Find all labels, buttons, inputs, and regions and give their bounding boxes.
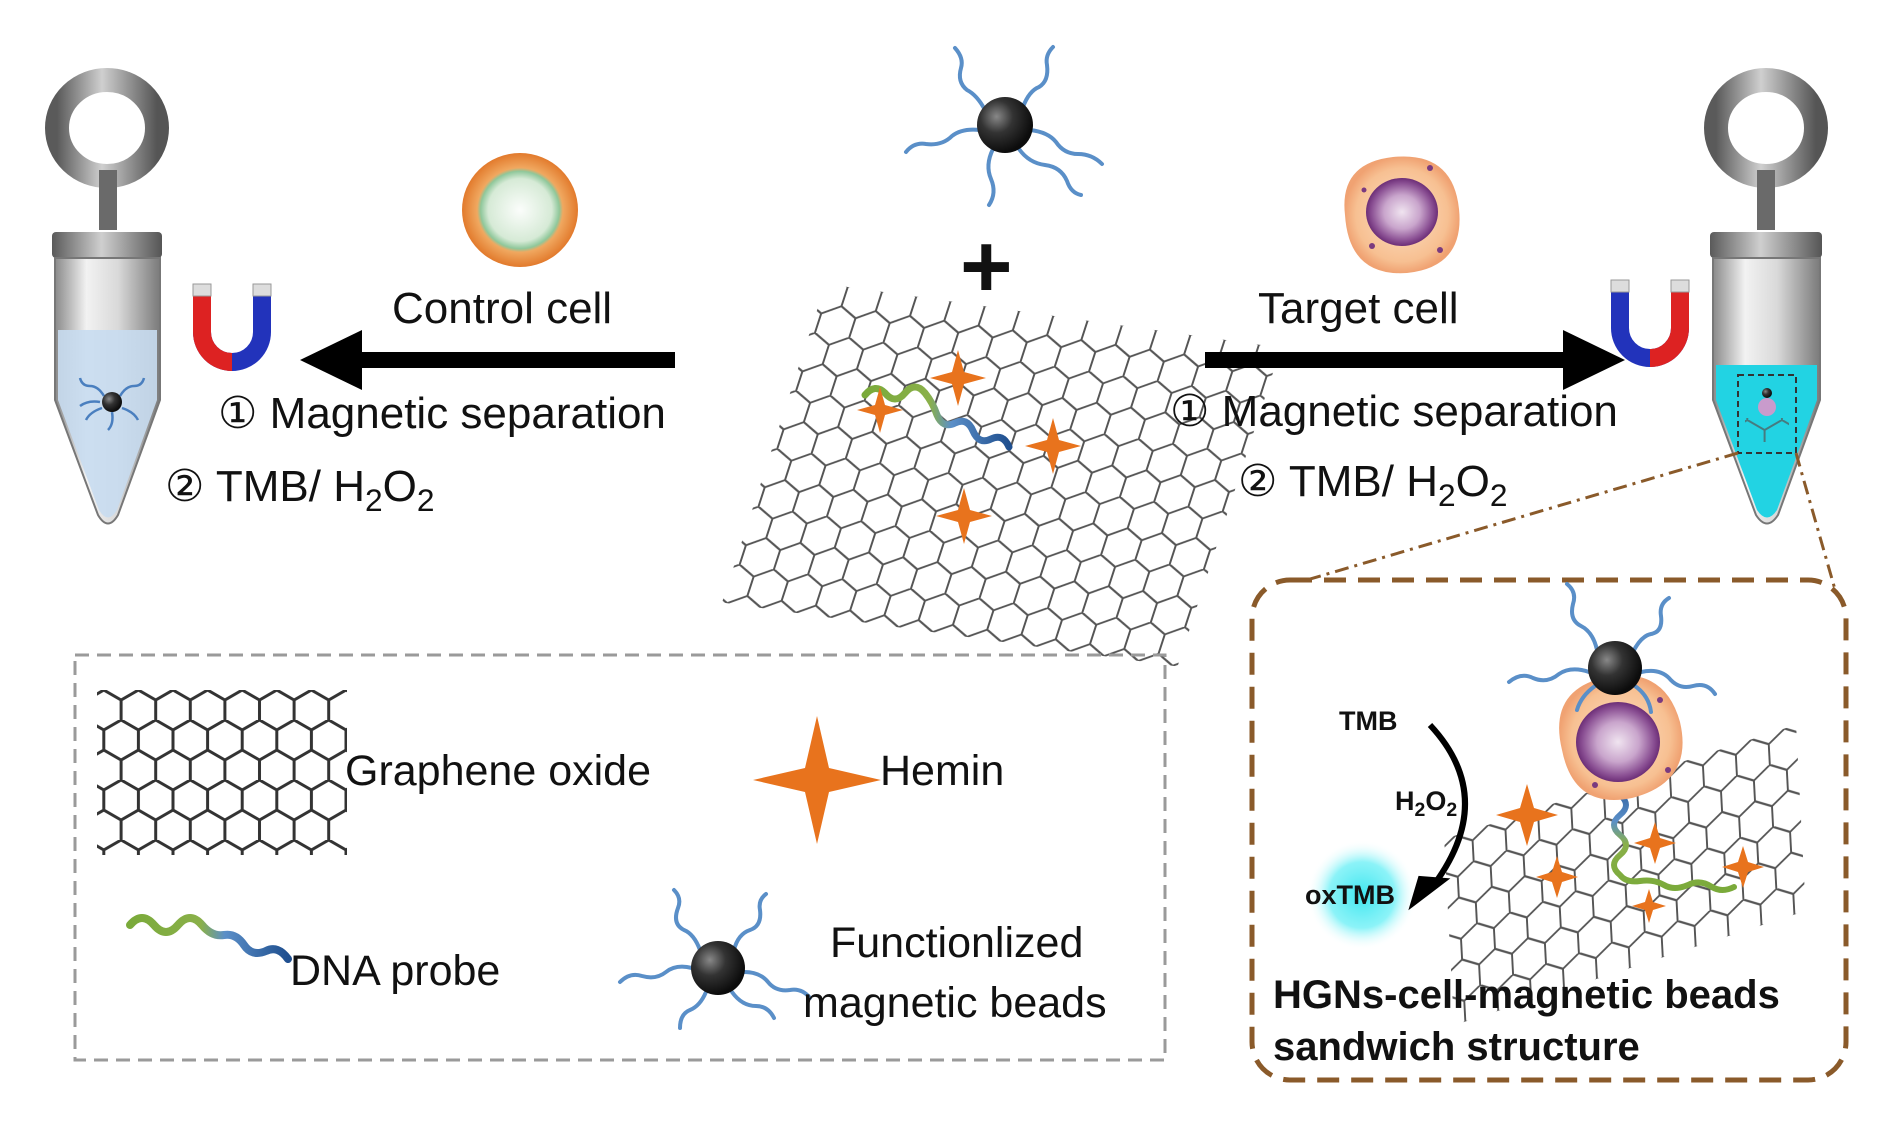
inset-hemin-stars xyxy=(1496,784,1764,923)
oxtmb-glow xyxy=(1307,840,1417,950)
legend-beads-label-1: Functionlized xyxy=(830,919,1084,967)
inset-caption-line-1: HGNs-cell-magnetic beads xyxy=(1273,973,1780,1017)
legend-dna-icon xyxy=(126,914,292,963)
control-cell-label: Control cell xyxy=(392,284,613,333)
plus-sign: + xyxy=(960,217,1013,317)
legend-graphene-icon xyxy=(97,690,347,855)
inset-connector xyxy=(1299,451,1840,601)
inset-graphene-sheet xyxy=(1444,724,1806,1026)
center-graphene-sheet xyxy=(722,283,1282,667)
legend-dna-label: DNA probe xyxy=(290,947,501,995)
left-step-1: ① Magnetic separation xyxy=(218,389,666,438)
reaction-arrow xyxy=(1408,722,1468,911)
center-hemin-stars xyxy=(857,350,1081,544)
left-magnet-icon xyxy=(192,283,272,371)
right-step-2: ② TMB/ H2O2 xyxy=(1238,457,1508,514)
control-cell xyxy=(462,153,578,267)
inset-magnetic-bead xyxy=(1507,582,1717,714)
target-cell-label: Target cell xyxy=(1258,284,1459,333)
right-step-1: ① Magnetic separation xyxy=(1170,387,1618,436)
right-arrow xyxy=(1205,330,1625,390)
left-tube xyxy=(45,68,169,525)
legend-graphene-label: Graphene oxide xyxy=(345,747,651,795)
legend-hemin-icon xyxy=(753,716,881,844)
left-arrow xyxy=(300,330,675,390)
legend-hemin-label: Hemin xyxy=(880,747,1005,795)
inset-dna-probe xyxy=(1611,772,1737,893)
left-step-2: ② TMB/ H2O2 xyxy=(165,462,435,519)
inset-h2o2-label: H2O2 xyxy=(1395,786,1458,822)
inset-caption-line-2: sandwich structure xyxy=(1273,1025,1640,1069)
inset-tmb-label: TMB xyxy=(1339,706,1398,736)
target-cell xyxy=(1344,156,1460,274)
right-tube xyxy=(1704,68,1828,525)
inset-oxtmb-label: oxTMB xyxy=(1305,880,1395,910)
legend-bead-icon xyxy=(618,888,812,1030)
legend-beads-label-2: magnetic beads xyxy=(803,979,1107,1027)
center-dna-probe xyxy=(861,383,1013,451)
center-magnetic-bead xyxy=(904,45,1104,207)
right-magnet-icon xyxy=(1610,279,1690,367)
